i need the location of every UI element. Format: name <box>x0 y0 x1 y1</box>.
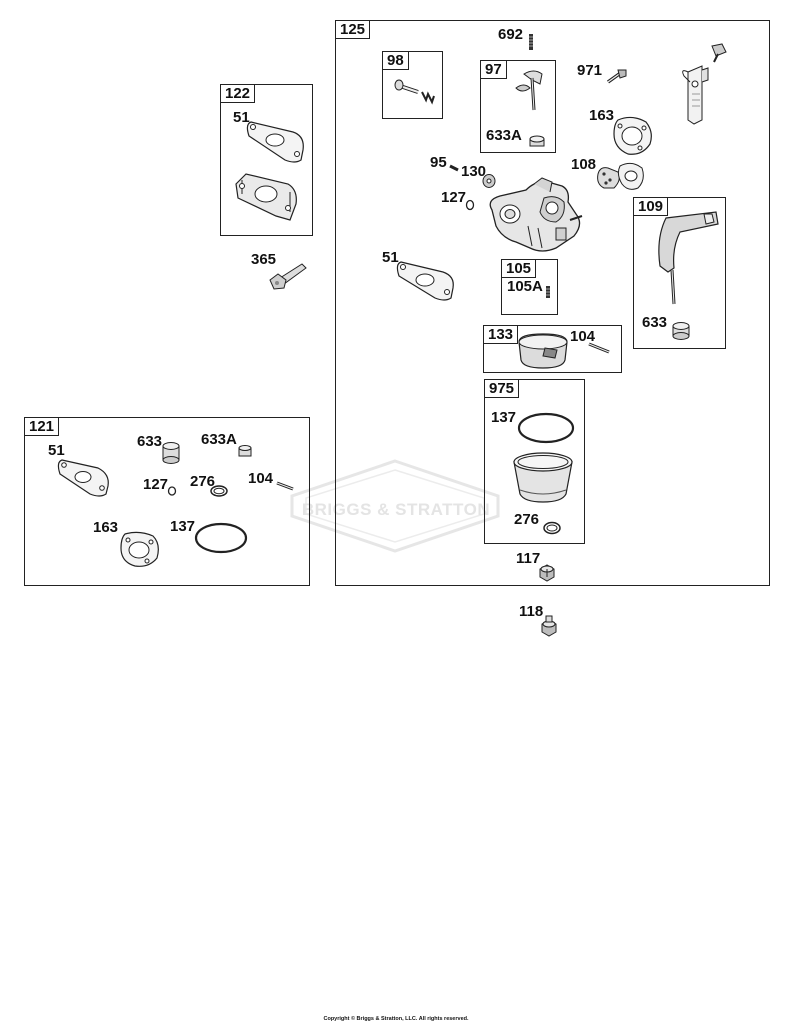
bowl-nut-118-icon <box>541 615 557 637</box>
callout-163: 163 <box>93 519 119 536</box>
callout-108: 108 <box>571 156 597 173</box>
throttle-shaft-97-icon <box>515 70 543 111</box>
callout-692: 692 <box>498 26 524 43</box>
callout-137: 137 <box>170 518 196 535</box>
screw-spring-98-icon <box>394 79 435 105</box>
callout-104: 104 <box>248 470 274 487</box>
needle-105A-icon <box>546 286 550 298</box>
o-ring-276-icon <box>543 521 561 535</box>
callout-130: 130 <box>461 163 487 180</box>
callout-118: 118 <box>519 603 544 620</box>
bushing-633A-icon <box>529 135 545 147</box>
bushing-633-icon <box>162 442 180 464</box>
callout-633: 633 <box>642 314 668 331</box>
o-ring-127-icon <box>167 486 177 496</box>
callout-276: 276 <box>190 473 216 490</box>
gasket-51-icon <box>57 459 109 497</box>
o-ring-137-icon <box>517 412 575 444</box>
bushing-633A-icon <box>238 445 252 457</box>
kit-box-125: 125 <box>335 20 770 586</box>
callout-105A: 105A <box>507 278 543 295</box>
screw-692-icon <box>529 34 533 50</box>
copyright-text: Copyright © Briggs & Stratton, LLC. All … <box>323 1016 469 1022</box>
kit-box-109: 109 <box>633 197 726 349</box>
float-bowl-133-icon <box>518 333 568 369</box>
kit-box-label: 105 <box>501 259 537 278</box>
insulator-spacer-icon <box>235 173 297 221</box>
kit-box-97: 97 <box>480 60 556 153</box>
gasket-51-icon <box>246 121 304 163</box>
bushing-633-icon <box>672 322 690 340</box>
callout-163: 163 <box>589 107 615 124</box>
kit-box-98: 98 <box>382 51 443 119</box>
callout-51: 51 <box>382 249 399 266</box>
o-ring-137-icon <box>194 522 248 554</box>
gasket-163-icon <box>613 116 652 155</box>
callout-127: 127 <box>143 476 169 493</box>
needle-valve-icon <box>682 43 727 125</box>
kit-box-label: 122 <box>220 84 256 103</box>
float-109-icon <box>658 211 719 305</box>
float-bowl-975-icon <box>513 452 573 503</box>
callout-633: 633 <box>137 433 163 450</box>
bolt-365-icon <box>269 263 307 290</box>
kit-box-133: 133 <box>483 325 622 373</box>
screw-95-icon <box>449 164 459 172</box>
kit-box-label: 133 <box>483 325 519 344</box>
screw-971-icon <box>606 69 627 84</box>
gasket-163-icon <box>120 531 159 567</box>
kit-box-label: 109 <box>633 197 669 216</box>
kit-box-122: 122 <box>220 84 313 236</box>
callout-365: 365 <box>251 251 277 268</box>
gasket-51-icon <box>396 261 454 301</box>
kit-box-label: 97 <box>480 60 507 79</box>
callout-633A: 633A <box>201 431 237 448</box>
callout-633A: 633A <box>486 127 522 144</box>
kit-box-105: 105 <box>501 259 558 315</box>
callout-51: 51 <box>233 109 250 126</box>
callout-51: 51 <box>48 442 65 459</box>
watermark-text: BRIGGS & STRATTON <box>301 500 491 519</box>
o-ring-127-icon <box>465 199 475 211</box>
kit-box-label: 125 <box>335 20 371 39</box>
callout-276: 276 <box>514 511 540 528</box>
kit-box-label: 98 <box>382 51 409 70</box>
pin-104-icon <box>276 481 294 491</box>
kit-box-121: 121 <box>24 417 310 586</box>
kit-box-975: 975 <box>484 379 585 544</box>
callout-971: 971 <box>577 62 603 79</box>
callout-117: 117 <box>516 550 541 567</box>
carburetor-body-icon <box>489 177 583 252</box>
kit-box-label: 975 <box>484 379 520 398</box>
callout-127: 127 <box>441 189 467 206</box>
bowl-nut-117-icon <box>539 564 555 582</box>
callout-137: 137 <box>491 409 517 426</box>
callout-104: 104 <box>570 328 596 345</box>
pin-104-icon <box>588 342 610 354</box>
callout-95: 95 <box>430 154 447 171</box>
washer-130-icon <box>482 174 496 188</box>
o-ring-276-icon <box>210 485 228 497</box>
spacer-108-icon <box>597 162 644 190</box>
kit-box-label: 121 <box>24 417 60 436</box>
